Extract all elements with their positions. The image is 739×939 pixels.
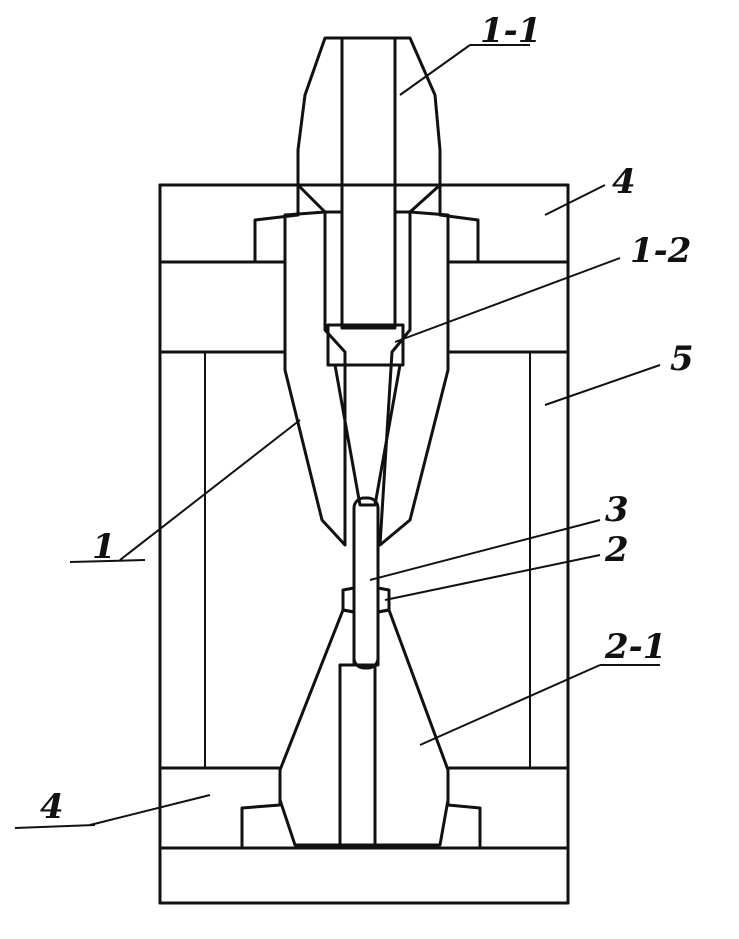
label-part-5: 5 [670, 339, 694, 379]
punch-shank [333, 363, 402, 507]
leader-lines [14, 44, 661, 829]
label-part-2: 2 [605, 530, 629, 570]
punch-head [296, 36, 442, 330]
base-plate [158, 846, 570, 905]
label-part-1: 1 [92, 527, 116, 567]
upper-holder-plate [158, 260, 570, 354]
label-part-3: 3 [605, 490, 629, 530]
label-part-4-top: 4 [612, 162, 636, 202]
upper-die-body [283, 210, 450, 547]
lower-clamp-plate [158, 766, 570, 850]
upper-clamp-plate [158, 183, 570, 264]
housing-inner-walls [204, 351, 531, 769]
label-part-4-bottom: 4 [40, 787, 64, 827]
label-part-1-2: 1-2 [630, 231, 692, 271]
label-part-1-1: 1-1 [480, 11, 542, 51]
workpiece [352, 496, 380, 670]
label-part-2-1: 2-1 [605, 627, 667, 667]
lower-die-body [278, 608, 450, 847]
lower-die-ring [341, 586, 391, 614]
